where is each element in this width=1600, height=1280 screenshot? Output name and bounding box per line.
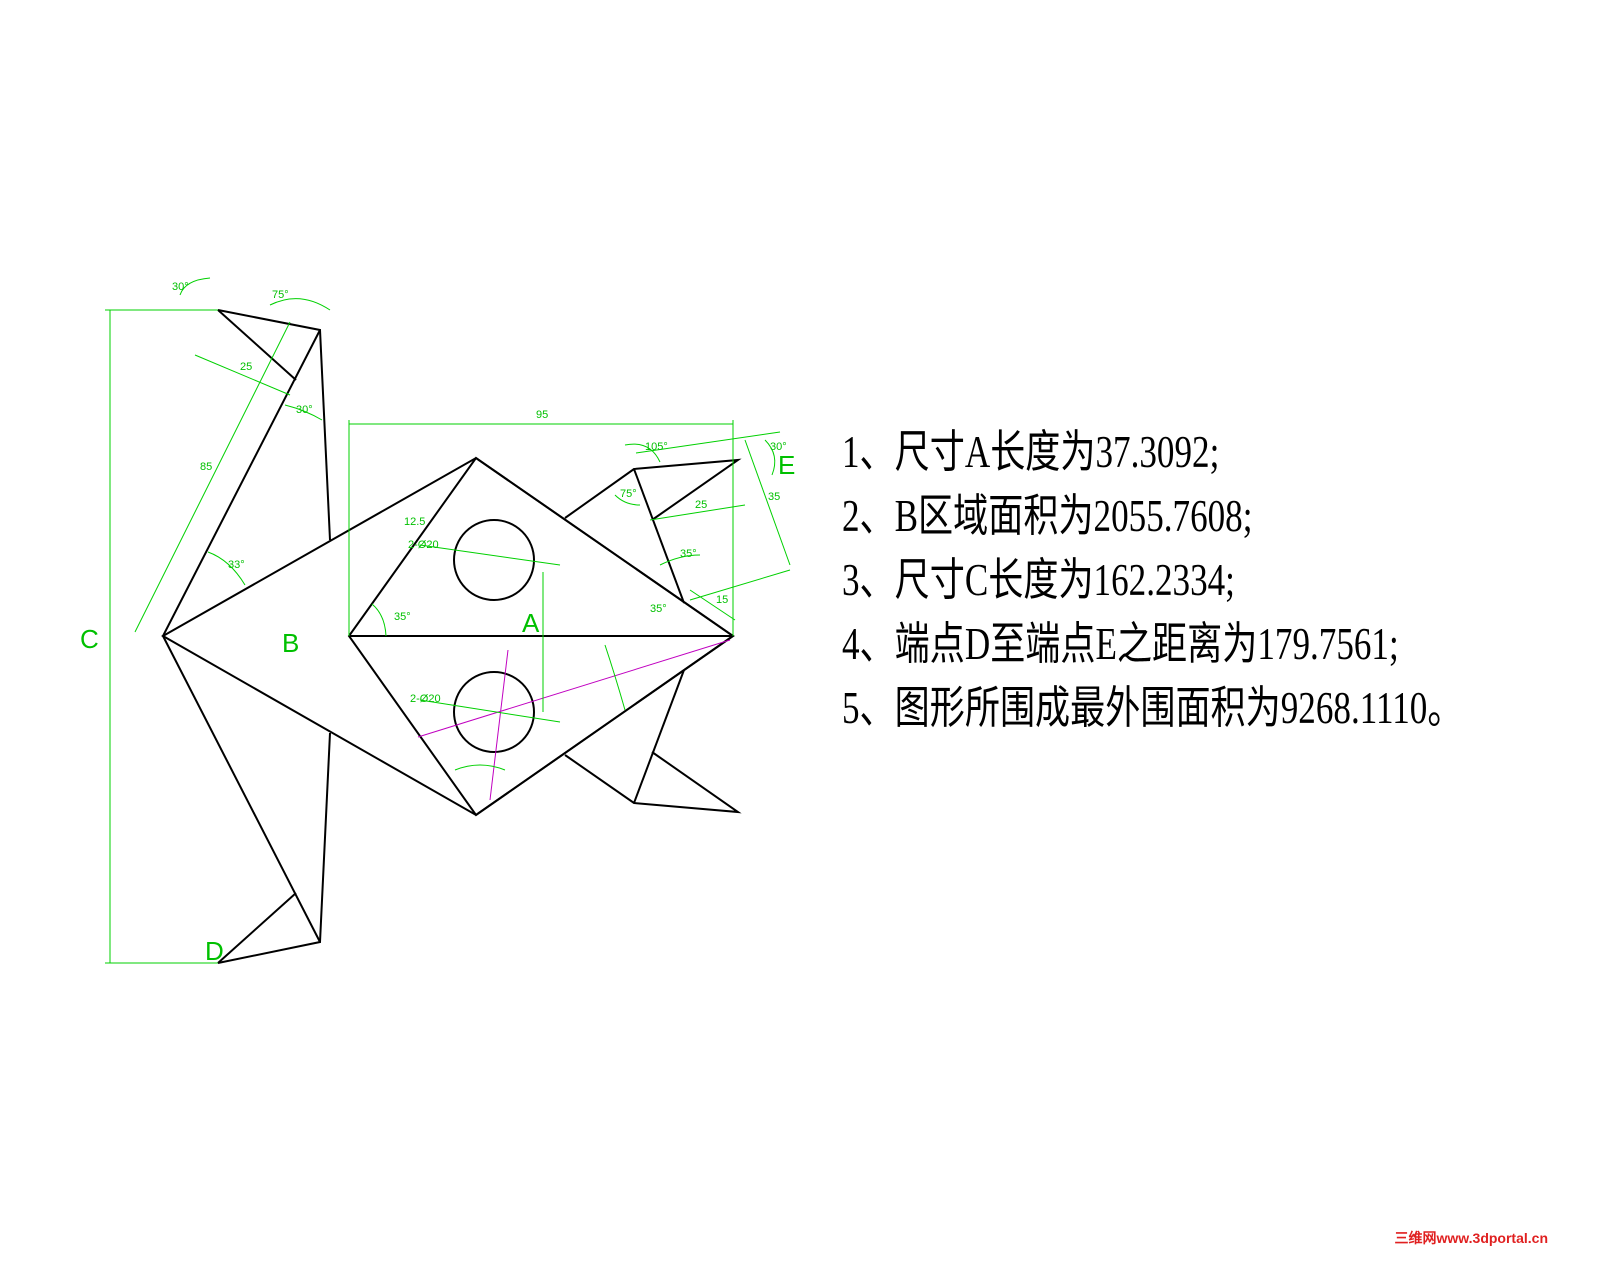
dim-top-angle-left: 30° [172,281,189,293]
dim-top-len: 25 [240,361,252,373]
lower-fin-edge [633,669,685,804]
dim-fin-35a: 35° [680,548,697,560]
note-1: 1、尺寸A长度为37.3092; [842,427,1220,477]
notes-list: 1、尺寸A长度为37.3092; 2、B区域面积为2055.7608; 3、尺寸… [842,420,1462,740]
dim-fin-25: 25 [695,499,707,511]
label-c: C [80,624,99,654]
label-a: A [522,608,540,638]
dim-top-angle-right: 75° [272,289,289,301]
dim-fin-30: 30° [770,441,787,453]
watermark: 三维网www.3dportal.cn [1394,1230,1549,1246]
upper-wing-edge [162,329,321,637]
geometry [160,309,742,964]
label-b: B [282,628,299,658]
upper-hole [453,519,535,601]
note-5: 5、图形所围成最外围面积为9268.1110。 [842,683,1463,733]
dim-width: 95 [536,409,548,421]
dim-fin-15: 15 [716,594,728,606]
dim-hole-top: 2-Ø20 [408,539,439,551]
note-4: 4、端点D至端点E之距离为179.7561; [842,619,1399,669]
lower-wing-edge [162,635,321,943]
dim-fin-35b: 35° [650,603,667,615]
note-3: 3、尺寸C长度为162.2334; [842,555,1235,605]
dim-fin-35: 35 [768,491,780,503]
dim-hole-bottom: 2-Ø20 [410,693,441,705]
dim-inner-offset: 12.5 [404,516,425,528]
dim-tri-angle: 35° [394,611,411,623]
dim-wing-base-angle: 33° [228,559,245,571]
upper-wing-inner [217,309,297,381]
construction-lines [417,639,731,801]
dimensions: 30° 75° 25 30° 85 33° 95 12.5 2-Ø20 2-Ø2… [80,277,795,966]
dim-fin-105: 105° [645,441,668,453]
dim-wing-len: 85 [200,461,212,473]
note-2: 2、B区域面积为2055.7608; [842,491,1253,541]
lower-hole [453,671,535,753]
lower-wing-inner [217,892,297,964]
label-e: E [778,450,795,480]
dim-fin-75: 75° [620,488,637,500]
label-d: D [205,936,224,966]
upper-fin [564,458,742,521]
dim-wing-angle: 30° [296,404,313,416]
upper-fin-edge [633,468,685,604]
lower-fin [564,751,742,814]
